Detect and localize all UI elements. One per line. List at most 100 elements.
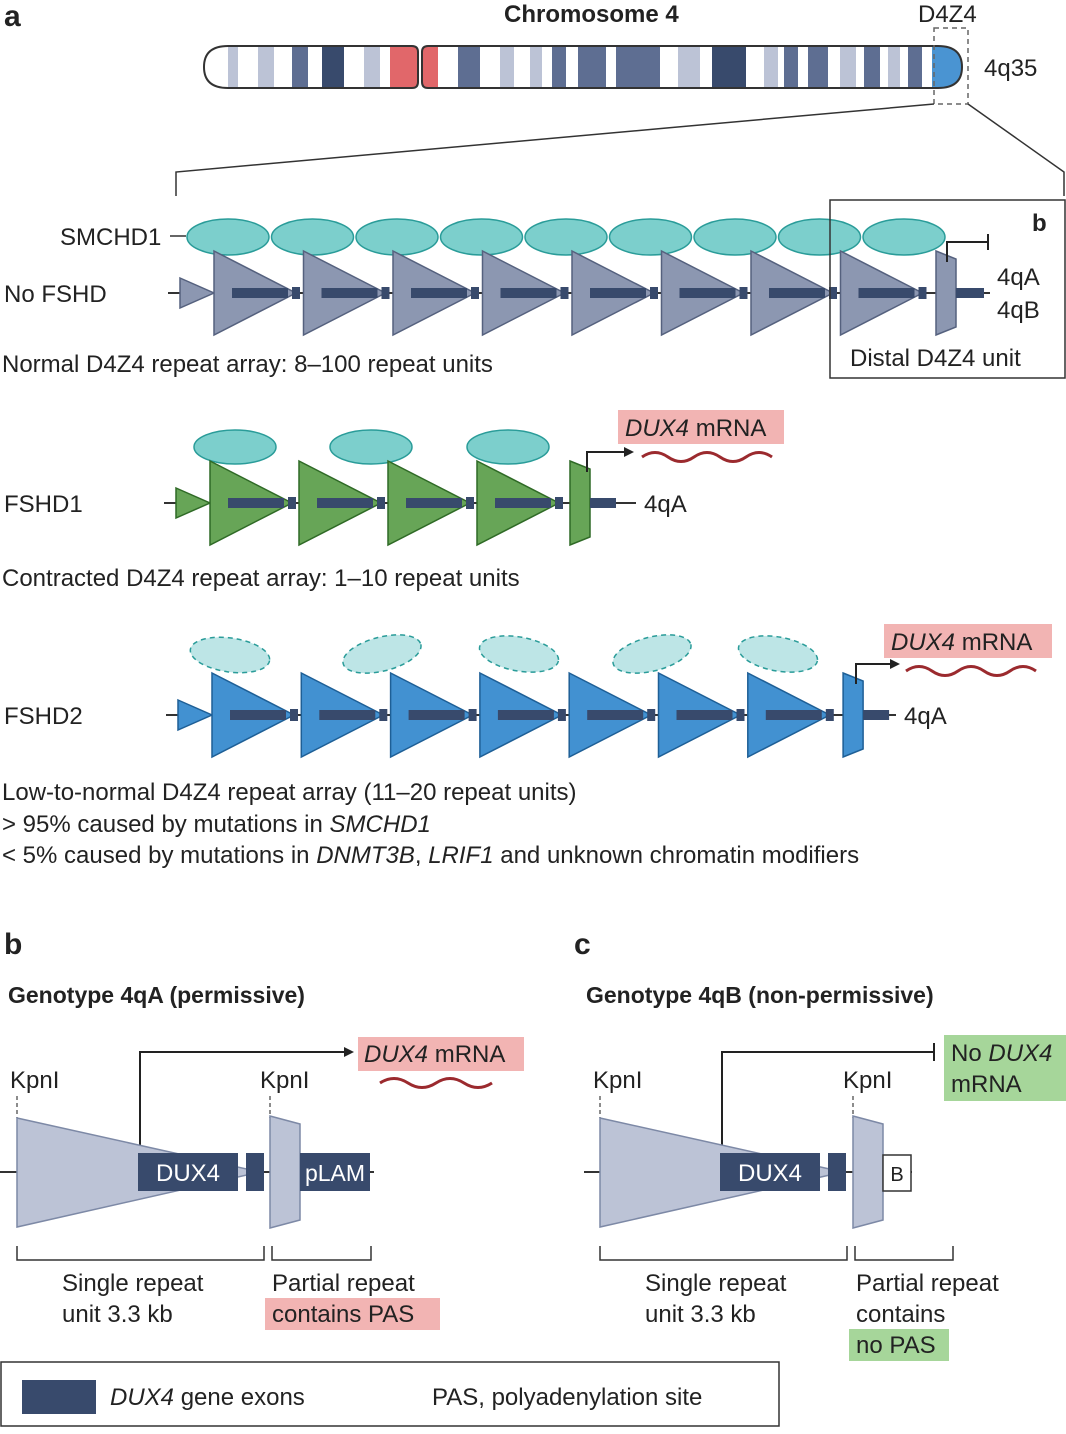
smchd1-protein	[612, 634, 692, 674]
smchd1-protein	[608, 218, 693, 256]
dux4-mrna-box-4qa	[358, 1037, 524, 1071]
partial-repeat-proximal	[179, 276, 216, 310]
dux4-exon-small	[381, 287, 390, 299]
partial-repeat-proximal	[175, 486, 212, 520]
dux4-exon	[590, 288, 646, 298]
b-sequence-label: B	[890, 1164, 903, 1186]
dux4-exon	[769, 288, 825, 298]
dux4-exon	[321, 288, 378, 298]
dux4-exon	[587, 710, 644, 720]
panel-label-a: a	[4, 0, 21, 33]
smchd1-protein	[524, 218, 608, 256]
smchd1-protein	[189, 636, 271, 674]
smchd1-protein	[466, 429, 550, 465]
no-dux4-mrna-line1: No DUX4	[951, 1040, 1052, 1067]
dux4-exon	[411, 288, 467, 298]
plam-exon	[956, 288, 984, 298]
dux4-exon	[408, 710, 465, 720]
kpni-site-1-4qa: KpnI	[10, 1067, 59, 1094]
dux4-exon	[230, 710, 286, 720]
bracket-unit-4qb	[599, 1246, 848, 1261]
dux4-exon2-4qa	[246, 1153, 264, 1191]
dux4-exon	[765, 710, 822, 720]
panel-label-b: b	[4, 928, 22, 961]
unit-label-line2-4qa: unit 3.3 kb	[62, 1301, 173, 1328]
mrna-wave-fshd1	[641, 451, 773, 463]
legend-pas-label: PAS, polyadenylation site	[432, 1384, 702, 1411]
chromosome-bands	[228, 46, 962, 88]
dux4-exon-small	[466, 497, 474, 509]
no-pas-highlight	[849, 1329, 949, 1361]
row-label-no-fshd: No FSHD	[4, 281, 107, 308]
kpni-site-1-4qb: KpnI	[593, 1067, 642, 1094]
dux4-exon-small	[471, 287, 479, 299]
kpni-site-2-4qa: KpnI	[260, 1067, 309, 1094]
dux4-exon1-4qb	[720, 1153, 820, 1191]
dux4-exon-small	[555, 497, 563, 509]
genotype-4qb-title: Genotype 4qB (non-permissive)	[586, 982, 934, 1008]
dux4-exon	[317, 498, 373, 508]
smchd1-label: SMCHD1	[60, 224, 161, 251]
dux4-exon1-4qa	[138, 1153, 238, 1191]
dux4-exon-small	[918, 287, 927, 299]
dux4-mrna-label-fshd1: DUX4 mRNA	[625, 415, 766, 442]
plam-exon	[590, 498, 616, 508]
no-dux4-mrna-line2: mRNA	[951, 1071, 1022, 1098]
d4z4-repeats-normal	[179, 249, 984, 337]
panel-label-c: c	[574, 928, 591, 961]
d4z4-repeats-fshd1	[175, 459, 616, 547]
partial-repeat-proximal	[177, 698, 214, 732]
transcription-arrow-fshd1	[586, 451, 626, 472]
partial-label-line1-4qb: Partial repeat	[856, 1270, 999, 1297]
legend-exon-swatch	[22, 1380, 96, 1414]
dux4-exon-small	[557, 709, 566, 721]
blocked-transcription-arrow-4qb	[721, 1051, 934, 1160]
zoom-line-left	[175, 103, 935, 196]
dux4-exon-small	[560, 287, 569, 299]
dux4-exon	[858, 288, 915, 298]
caption-fshd1: Contracted D4Z4 repeat array: 1–10 repea…	[2, 565, 520, 592]
dux4-exon-small	[739, 287, 748, 299]
d4z4-repeats-fshd2	[177, 671, 890, 759]
dux4-mrna-label-4qa: DUX4 mRNA	[364, 1041, 505, 1068]
blocked-transcription-arrow	[946, 241, 988, 262]
b-sequence-box	[882, 1154, 912, 1192]
legend-box	[0, 1361, 780, 1427]
distal-unit-inset-box	[829, 199, 1066, 379]
legend: DUX4 gene exons PAS, polyadenylation sit…	[0, 1361, 780, 1427]
dux4-exon2-4qb	[828, 1153, 846, 1191]
dux4-mrna-box-fshd2	[884, 624, 1052, 658]
zoom-line-right	[967, 103, 1065, 196]
dux4-gene-label-4qa: DUX4	[156, 1160, 220, 1187]
haplotype-label-fshd2: 4qA	[904, 703, 947, 730]
smchd1-protein	[693, 218, 777, 256]
unit-label-line1-4qb: Single repeat	[645, 1270, 787, 1297]
band-label-4q35: 4q35	[984, 55, 1037, 82]
dux4-exon	[500, 288, 557, 298]
dux4-exon-small	[468, 709, 477, 721]
smchd1-protein	[737, 635, 819, 673]
dux4-exon	[495, 498, 551, 508]
partial-label-line3-4qb: no PAS	[856, 1332, 936, 1359]
dux4-gene-label-4qb: DUX4	[738, 1160, 802, 1187]
partial-label-line2-4qa: contains PAS	[272, 1301, 414, 1328]
kpni-site-2-4qb: KpnI	[843, 1067, 892, 1094]
smchd1-protein	[355, 218, 439, 256]
row-fshd2: DUX4 mRNA FSHD2 4qA Low-to-normal D4Z4 r…	[2, 624, 1052, 869]
smchd1-protein	[862, 218, 946, 256]
chromosome-title: Chromosome 4	[504, 1, 679, 28]
partial-repeat-4qb	[852, 1115, 884, 1229]
partial-label-line2-4qb: contains	[856, 1301, 945, 1328]
smchd1-protein	[777, 218, 862, 256]
smchd1-protein	[439, 218, 524, 256]
plam-exon	[863, 710, 890, 720]
haplotype-4qb-label: 4qB	[997, 297, 1040, 324]
dux4-exon	[406, 498, 462, 508]
plam-label-4qa: pLAM	[305, 1160, 365, 1186]
smchd1-proteins-fshd1	[193, 429, 550, 465]
dux4-exon	[319, 710, 376, 720]
panel-b-genotype-4qa: b Genotype 4qA (permissive) DUX4 mRNA Kp…	[0, 928, 524, 1330]
dux4-exon-small	[292, 287, 300, 299]
dux4-exon-small	[379, 709, 388, 721]
